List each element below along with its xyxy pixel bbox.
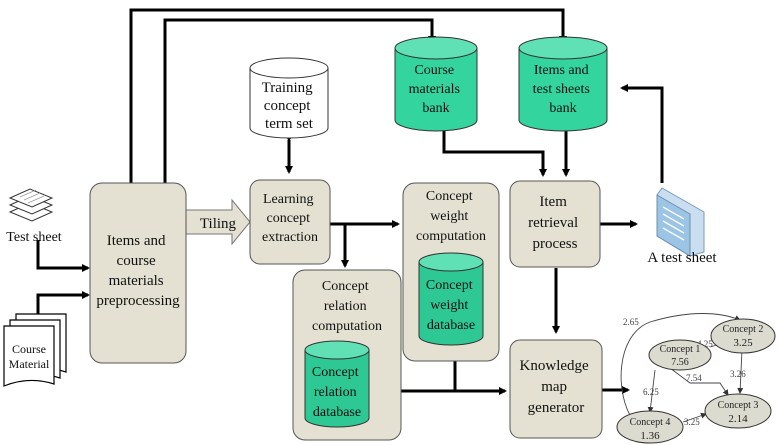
learning-line-3: extraction	[262, 230, 318, 245]
course-material-label-2: Material	[9, 357, 50, 371]
svg-text:Learning concept e: Learning concept extraction	[262, 192, 318, 245]
learning-line-2: concept	[266, 211, 310, 226]
arrow-material-to-preprocessing	[36, 291, 90, 318]
items-bank-line-1: Items and	[534, 63, 589, 78]
knowledge-map-generator-box: Knowledge map generator	[509, 339, 603, 439]
learning-line-1: Learning	[263, 192, 314, 207]
arrow-course-bank-to-retrieval	[442, 130, 547, 177]
svg-text:Concept relation c: Concept relation computation	[312, 279, 382, 334]
preprocessing-line-1: Items and	[107, 233, 166, 249]
svg-text:Items and course m: Items and course materials preprocessing	[96, 233, 180, 309]
arrow-preprocessing-to-course-bank	[163, 18, 436, 183]
edge-label-1: 2.65	[623, 317, 639, 327]
weight-db-line-2: weight	[430, 298, 468, 313]
preprocessing-line-4: preprocessing	[96, 293, 180, 309]
svg-text:Course materials b: Course materials bank	[409, 63, 464, 116]
concept-node-4: Concept 4 1.36	[616, 410, 684, 444]
svg-text:Concept weight com: Concept weight computation	[416, 189, 486, 244]
concept-map: 2.65 4.25 7.54 3.26 6.25 3.25 Concept 1 …	[616, 313, 776, 444]
edge-label-6: 3.25	[684, 417, 700, 427]
kmap-line-2: map	[541, 379, 567, 395]
items-bank-line-2: test sheets	[533, 82, 590, 97]
edge-concept1-concept3	[669, 367, 729, 396]
item-retrieval-process-box: Item retrieval process	[509, 180, 601, 268]
edge-label-4: 3.26	[730, 369, 746, 379]
preprocessing-line-2: course	[117, 253, 156, 269]
svg-text:Concept weight: Concept weight database	[426, 278, 476, 333]
retrieval-line-1: Item	[539, 194, 567, 210]
relation-db-line-3: database	[313, 405, 361, 420]
training-line-3: term set	[265, 116, 314, 132]
concept-1-name: Concept 1	[660, 344, 701, 355]
kmap-line-1: Knowledge	[520, 358, 589, 374]
concept-1-value: 7.56	[671, 357, 689, 368]
arrow-preprocessing-to-items-bank	[129, 8, 567, 183]
edge-concept1-concept4	[647, 369, 656, 413]
svg-text:Training concept t: Training concept term set	[262, 80, 317, 132]
concept-weight-computation-box: Concept weight computation Concept weigh…	[402, 182, 500, 362]
concept-node-1: Concept 1 7.56	[648, 339, 712, 371]
concept-relation-database: Concept relation database	[304, 340, 370, 428]
edge-label-3: 7.54	[686, 373, 702, 383]
tiling-label: Tiling	[200, 216, 237, 232]
svg-text:Item retrieval pro: Item retrieval process	[528, 194, 582, 252]
svg-text:Knowledge map gene: Knowledge map generator	[520, 358, 593, 416]
weight-line-1: Concept	[426, 189, 473, 204]
svg-text:Concept relation: Concept relation database	[312, 365, 362, 420]
relation-line-1: Concept	[322, 279, 369, 294]
course-material-label-1: Course	[12, 342, 46, 356]
concept-node-2: Concept 2 3.25	[710, 318, 776, 354]
concept-weight-database: Concept weight database	[418, 252, 484, 346]
relation-line-3: computation	[312, 319, 382, 334]
edge-concept4-concept3	[682, 412, 707, 423]
relation-line-2: relation	[324, 299, 367, 314]
test-sheet-stack-icon	[8, 188, 54, 222]
concept-relation-computation-box: Concept relation computation Concept rel…	[292, 269, 402, 441]
edge-label-5: 6.25	[643, 387, 659, 397]
course-bank-line-2: materials	[409, 82, 460, 97]
course-bank-line-3: bank	[422, 101, 449, 116]
concept-4-value: 1.36	[640, 430, 660, 442]
edge-concept4-concept2	[620, 313, 741, 421]
learning-concept-extraction-box: Learning concept extraction	[249, 179, 331, 265]
course-material-docs-icon: Course Material	[3, 313, 67, 387]
preprocessing-line-3: materials	[109, 273, 164, 289]
edge-label-2: 4.25	[697, 339, 713, 349]
weight-line-2: weight	[430, 209, 468, 224]
kmap-line-3: generator	[528, 400, 585, 416]
training-line-2: concept	[264, 98, 311, 114]
concept-3-name: Concept 3	[718, 400, 759, 411]
items-test-sheets-bank-db: Items and test sheets bank	[518, 36, 608, 132]
concept-4-name: Concept 4	[630, 417, 671, 428]
relation-db-line-2: relation	[314, 385, 357, 400]
concept-2-value: 3.25	[733, 337, 753, 349]
training-concept-term-set: Training concept term set	[249, 57, 329, 139]
svg-text:Items and test sheets: Items and test sheets bank	[533, 63, 594, 116]
training-line-1: Training	[262, 80, 314, 96]
weight-line-3: computation	[416, 229, 486, 244]
output-test-sheet-label: A test sheet	[647, 250, 717, 266]
course-bank-line-1: Course	[414, 63, 454, 78]
retrieval-line-2: retrieval	[528, 215, 578, 231]
concept-2-name: Concept 2	[723, 324, 764, 335]
edge-concept2-concept3	[737, 349, 744, 394]
items-bank-line-3: bank	[549, 101, 576, 116]
test-sheet-input-label: Test sheet	[6, 230, 62, 245]
weight-db-line-3: database	[427, 318, 475, 333]
connectors	[36, 8, 664, 395]
output-document-icon	[656, 187, 705, 257]
relation-db-line-1: Concept	[312, 365, 359, 380]
preprocessing-box: Items and course materials preprocessing	[89, 182, 187, 364]
tiling-arrow: Tiling	[185, 198, 251, 246]
concept-node-3: Concept 3 2.14	[704, 393, 772, 429]
retrieval-line-3: process	[533, 236, 578, 252]
weight-db-line-1: Concept	[426, 278, 473, 293]
concept-3-value: 2.14	[728, 413, 748, 425]
arrow-testsheet-to-preprocessing	[36, 240, 90, 272]
course-materials-bank-db: Course materials bank	[394, 36, 478, 132]
arrow-retrieval-to-items-bank	[620, 84, 664, 183]
